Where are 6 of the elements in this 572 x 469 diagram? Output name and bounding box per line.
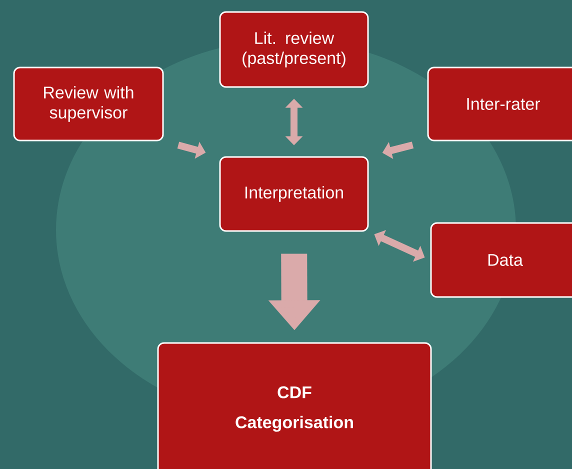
process-box: Data <box>430 222 572 298</box>
process-box: Inter-rater <box>427 66 572 142</box>
process-box: Interpretation <box>219 156 369 232</box>
process-box: Lit. review (past/present) <box>219 11 369 88</box>
process-box: CDF Categorisation <box>157 342 432 469</box>
process-box: Review with supervisor <box>13 66 164 142</box>
